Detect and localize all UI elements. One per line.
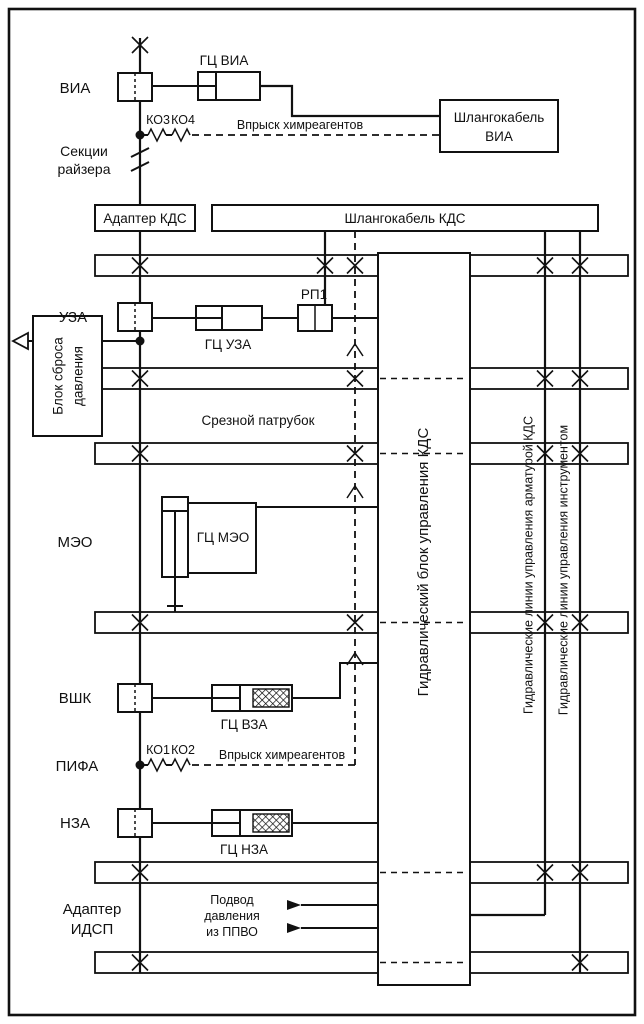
gc-meo-housing [187,502,257,574]
flange-bar-1 [94,254,629,277]
flange-bar-4 [94,611,629,634]
meo-label: МЭО [58,534,93,551]
ppvo-label-3: из ППВО [206,925,258,939]
gc-uza-piston-rod [152,306,223,330]
hidden-line-through-block [380,377,468,964]
lines-instrument-label: Гидравлические линии управления инструме… [556,425,570,715]
relief-block-box [32,315,103,437]
control-block [377,252,471,986]
gc-vza-label: ГЦ ВЗА [221,717,268,732]
gc-vza-piston-rod [152,685,241,711]
gc-meo-label: ГЦ МЭО [197,530,250,545]
ko4-label: КО4 [171,113,195,127]
gc-via-label: ГЦ ВИА [200,53,249,68]
hose-via-label-1: Шлангокабель [454,110,545,125]
ppvo-feed-lines [301,904,378,929]
outer-frame [7,7,637,1017]
vza-block-link [292,662,378,699]
via-label: ВИА [60,80,91,97]
ko2-label: КО2 [171,743,195,757]
adapter-idsp-label-2: ИДСП [71,921,114,938]
nza-label: НЗА [60,815,90,832]
ppvo-arrow-2-icon [287,923,301,933]
junction-dot-uza [135,336,145,346]
ppvo-label-1: Подвод [210,893,254,907]
rp1-label: РП1 [301,287,327,302]
flange-bars [94,254,629,974]
pifa-label: ПИФА [56,758,99,775]
relief-outlet-arrow-icon [11,331,29,351]
hose-kds-label: Шлангокабель КДС [344,211,465,226]
ppvo-label-2: давления [204,909,260,923]
hose-via-link [260,84,440,118]
flange-crossing-marks [131,36,589,972]
junction-dot-pifa [135,760,145,770]
adapter-kds-box [94,204,196,232]
check-valve-ko1-ko2-icon [147,757,191,773]
gc-via-piston-rod [152,72,217,100]
lines-armature-label: Гидравлические линии управления арматуро… [521,416,535,714]
gc-vza-hatch-b [253,689,289,707]
ppvo-arrow-1-icon [287,900,301,910]
junction-dot-via [135,130,145,140]
vshk-label: ВШК [59,690,92,707]
relief-block-label-2: давления [71,346,86,406]
armature-control-line [470,231,547,917]
ko1-label: КО1 [146,743,170,757]
gc-meo-piston-rod [162,510,188,612]
check-valve-ko3-ko4-icon [147,127,191,143]
hose-kds-box [211,204,599,232]
flange-bar-3 [94,442,629,465]
flange-bar-5 [94,861,629,884]
hose-via-label-2: ВИА [485,129,513,144]
gc-via-cylinder [197,71,261,101]
hose-via-box [439,99,559,153]
ko3-label: КО3 [146,113,170,127]
flange-bar-6 [94,951,629,974]
riser-break-icon [130,147,150,172]
relief-block-label-1: Блок сброса [51,337,66,415]
adapter-kds-label: Адаптер КДС [103,211,187,226]
shear-spool-label: Срезной патрубок [201,413,314,428]
riser-label-2: райзера [57,161,110,177]
gc-nza-hatch-b [253,814,289,832]
gc-nza-piston-rod [152,810,241,836]
uza-label: УЗА [59,309,87,326]
injection-bottom-label: Впрыск химреагентов [219,748,346,762]
coupling-chevron-icons [346,342,364,666]
injection-top-label: Впрыск химреагентов [237,118,364,132]
gc-uza-label: ГЦ УЗА [205,337,252,352]
adapter-idsp-label-1: Адаптер [63,901,122,918]
riser-label-1: Секции [60,143,108,159]
control-block-label: Гидравлический блок управления КДС [415,428,432,697]
gc-nza-label: ГЦ НЗА [220,842,268,857]
